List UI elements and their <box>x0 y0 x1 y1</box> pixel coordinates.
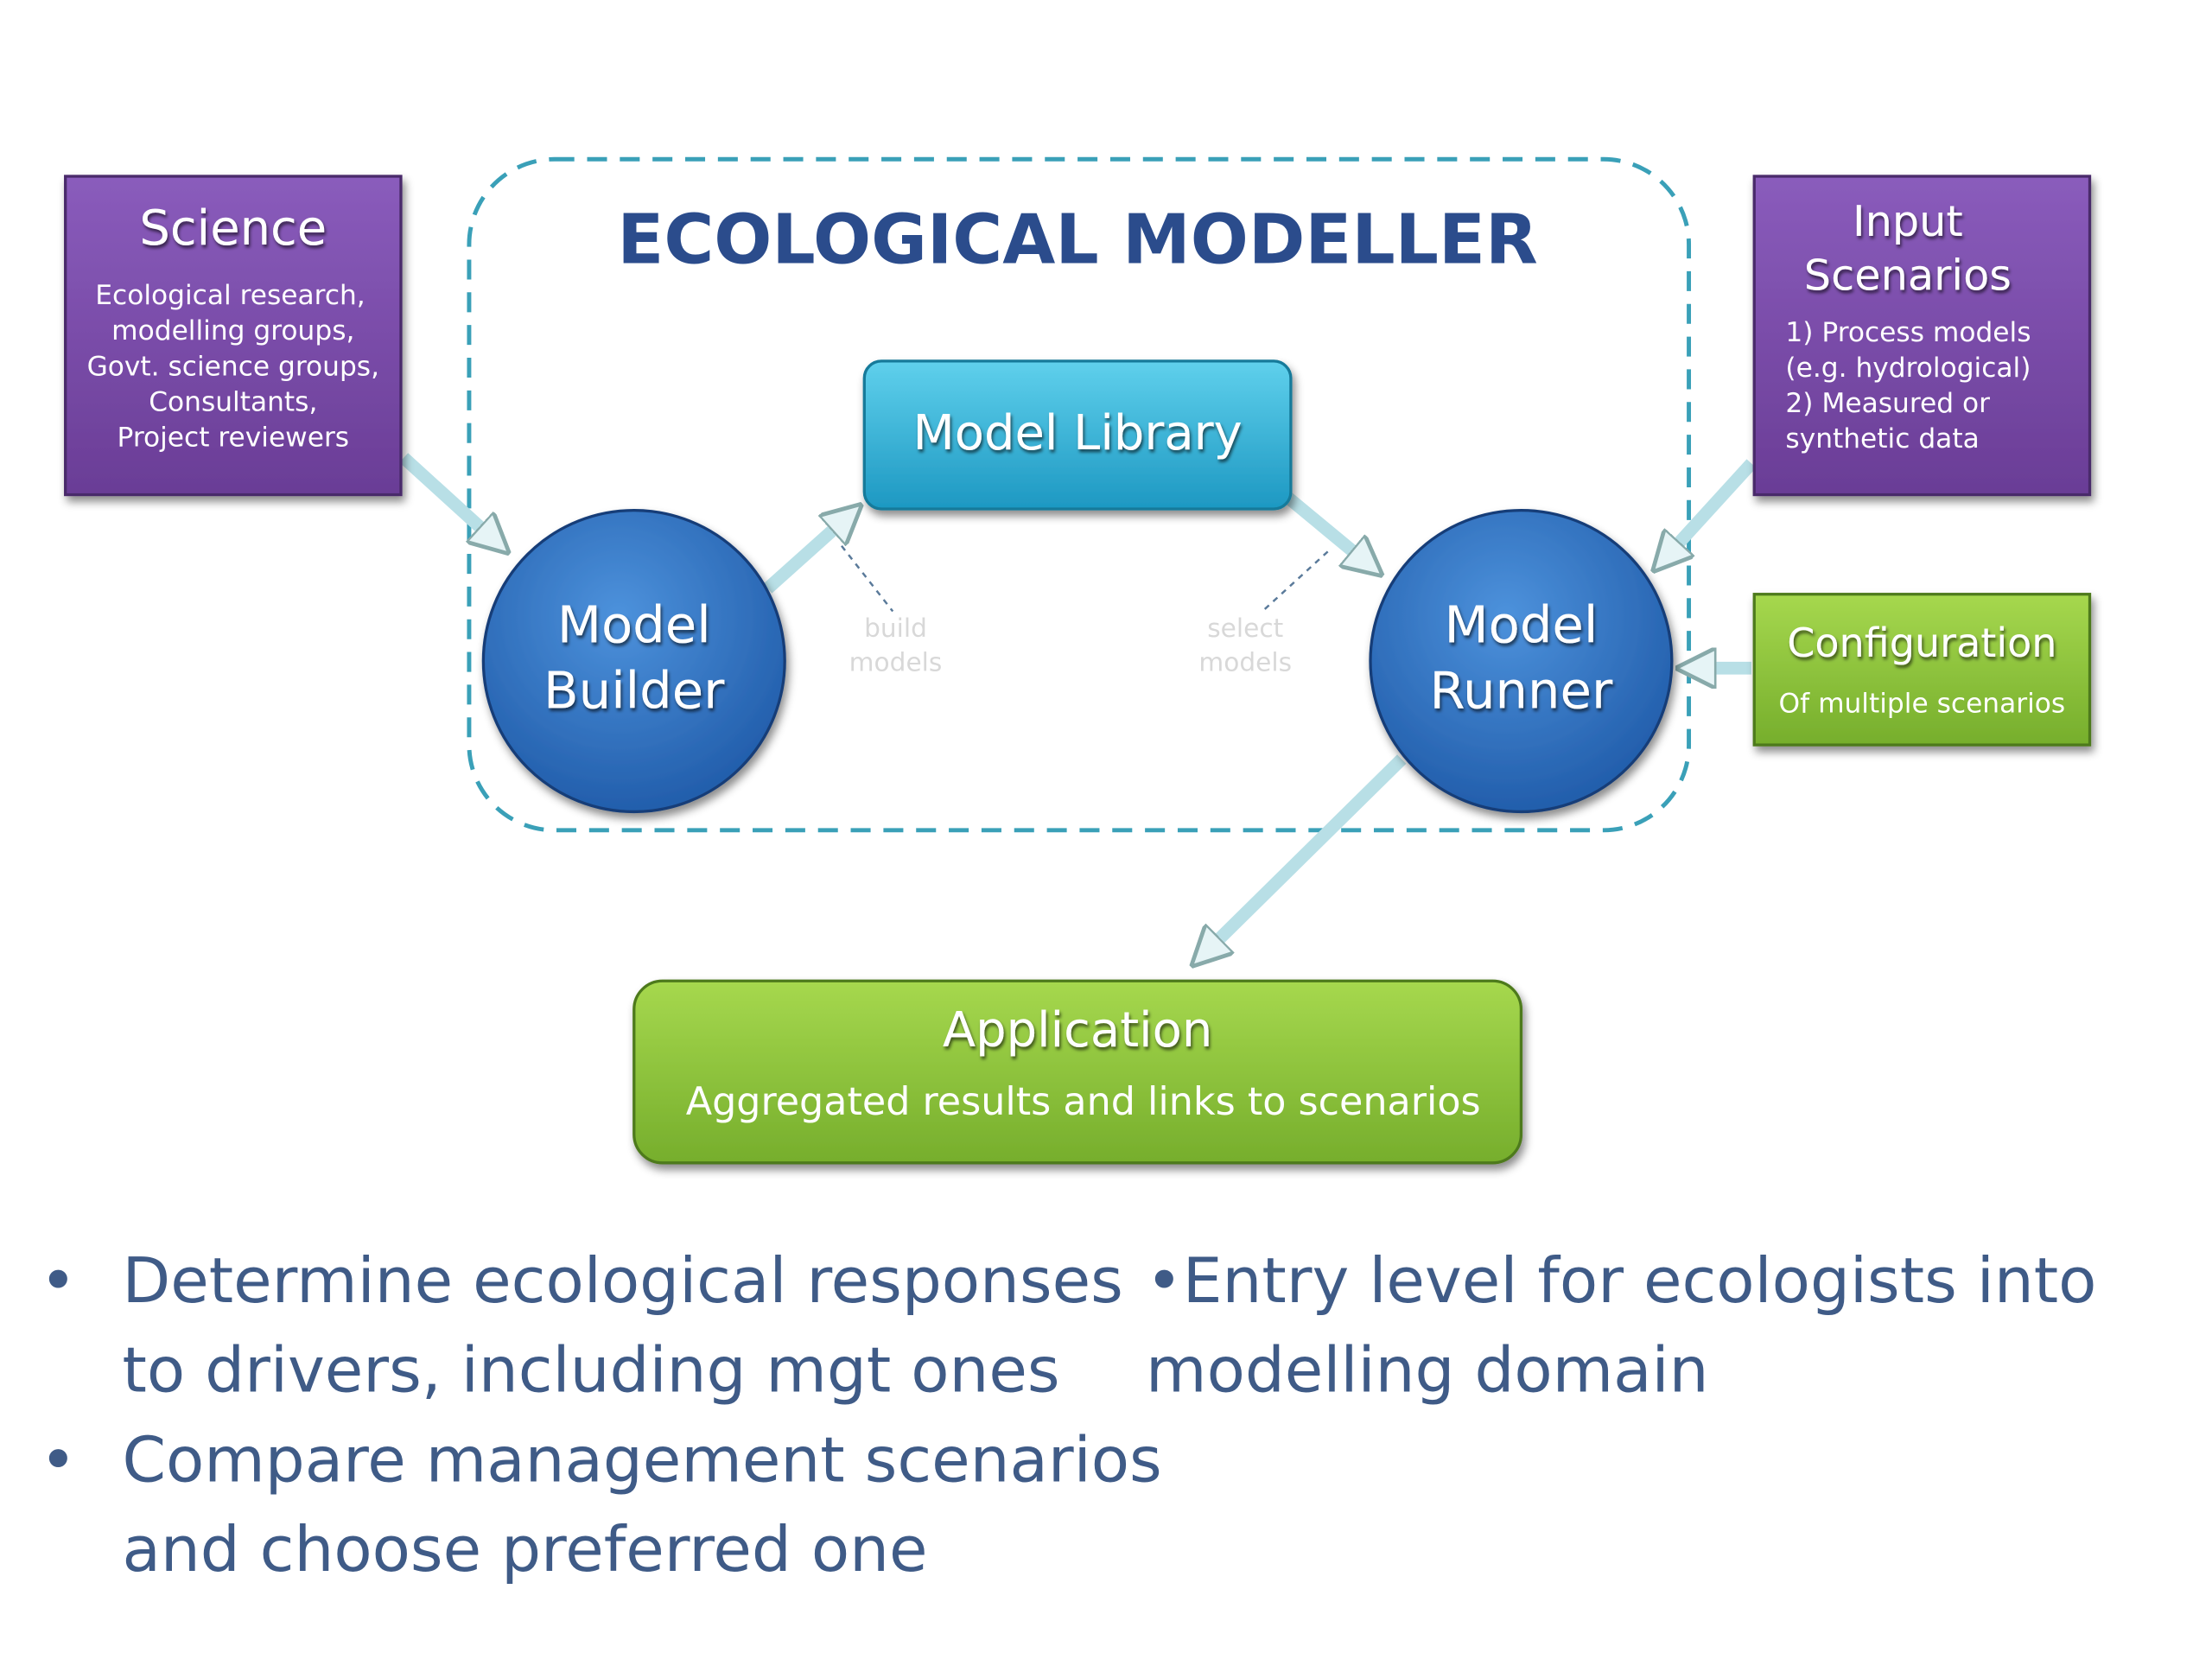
arrow-runner-to-application <box>1203 754 1407 956</box>
bullet-list-left: • Determine ecological responses to driv… <box>40 1245 1162 1586</box>
bullet-text: to drivers, including mgt ones <box>122 1335 1059 1408</box>
arrows <box>399 453 1757 956</box>
bullet-text: Determine ecological responses <box>122 1245 1122 1318</box>
model-builder-circle: Model Builder <box>481 508 786 814</box>
science-box: Science Ecological research, modelling g… <box>64 175 403 497</box>
bullet-text: Compare management scenarios <box>122 1424 1161 1497</box>
input-line: 1) Process models <box>1785 317 2031 348</box>
arrow-input-to-runner <box>1663 459 1757 560</box>
arrow-builder-to-library <box>763 515 849 594</box>
build-label-2: models <box>849 648 943 677</box>
input-heading-2: Scenarios <box>1804 251 2012 301</box>
select-label-1: select <box>1207 613 1283 643</box>
science-line: Govt. science groups, <box>87 351 379 382</box>
modeller-boundary <box>467 156 1692 833</box>
model-library-label: Model Library <box>912 405 1242 461</box>
input-scenarios-box: Input Scenarios 1) Process models (e.g. … <box>1752 175 2092 497</box>
svg-text:Model: Model <box>1445 595 1599 655</box>
application-sub: Aggregated results and links to scenario… <box>686 1080 1481 1124</box>
select-pointer <box>1262 550 1329 613</box>
build-pointer <box>841 545 894 613</box>
model-library-box: Model Library <box>862 359 1293 511</box>
select-label-2: models <box>1198 648 1292 677</box>
configuration-sub: Of multiple scenarios <box>1779 688 2066 719</box>
svg-text:Builder: Builder <box>543 660 725 720</box>
science-heading: Science <box>139 200 327 257</box>
model-runner-circle: Model Runner <box>1369 508 1674 814</box>
configuration-heading: Configuration <box>1787 620 2056 666</box>
input-line: (e.g. hydrological) <box>1785 353 2031 384</box>
bullet-text: and choose preferred one <box>122 1514 927 1586</box>
build-label-1: build <box>864 613 927 643</box>
application-box: Application Aggregated results and links… <box>632 979 1523 1165</box>
input-line: 2) Measured or <box>1785 388 1990 419</box>
svg-text:Runner: Runner <box>1429 660 1613 720</box>
arrow-science-to-builder <box>399 453 498 543</box>
science-line: Project reviewers <box>118 423 350 454</box>
application-heading: Application <box>943 1002 1212 1058</box>
input-line: synthetic data <box>1785 423 1979 454</box>
bullet-text: modelling domain <box>1146 1335 1708 1408</box>
diagram-title: ECOLOGICAL MODELLER <box>617 200 1537 279</box>
arrow-library-to-runner <box>1283 493 1370 566</box>
science-line: modelling groups, <box>111 315 354 346</box>
configuration-box: Configuration Of multiple scenarios <box>1752 593 2092 747</box>
bullet-dot: • <box>40 1245 77 1318</box>
svg-text:Model: Model <box>557 595 711 655</box>
input-heading-1: Input <box>1853 196 1963 246</box>
science-line: Consultants, <box>149 386 317 417</box>
science-line: Ecological research, <box>95 280 365 311</box>
bullet-dot: • <box>40 1424 77 1497</box>
bullet-list-right: •Entry level for ecologists into modelli… <box>1146 1245 2096 1408</box>
bullet-text: •Entry level for ecologists into <box>1146 1245 2096 1318</box>
